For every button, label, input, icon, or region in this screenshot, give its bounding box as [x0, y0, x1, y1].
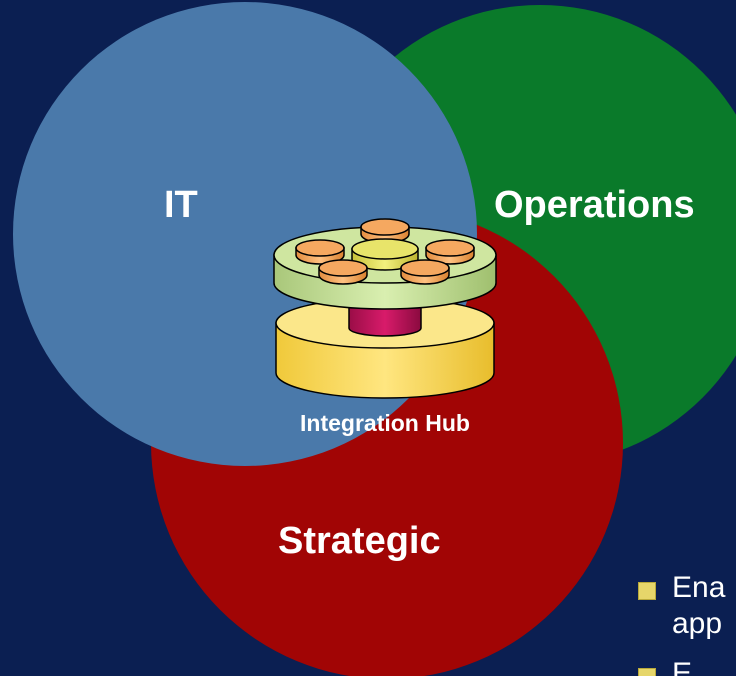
integration-hub-icon — [273, 218, 497, 399]
it-label: IT — [164, 184, 198, 226]
bullet-text-continuation: app — [672, 607, 723, 640]
bullet-square-icon — [638, 668, 656, 676]
bullet-list: Ena app E — [632, 570, 725, 676]
hub-puck — [295, 239, 345, 265]
bullet-item: E — [632, 656, 725, 676]
bullet-square-icon — [638, 582, 656, 600]
hub-puck — [318, 259, 368, 285]
bullet-text: E — [672, 657, 693, 676]
strategic-label: Strategic — [278, 520, 441, 562]
hub-puck — [400, 259, 450, 285]
operations-label: Operations — [494, 184, 695, 226]
hub-puck — [425, 239, 475, 265]
integration-hub-label: Integration Hub — [300, 410, 470, 436]
bullet-text: Ena — [672, 571, 726, 604]
bullet-item: Ena app — [632, 570, 725, 642]
